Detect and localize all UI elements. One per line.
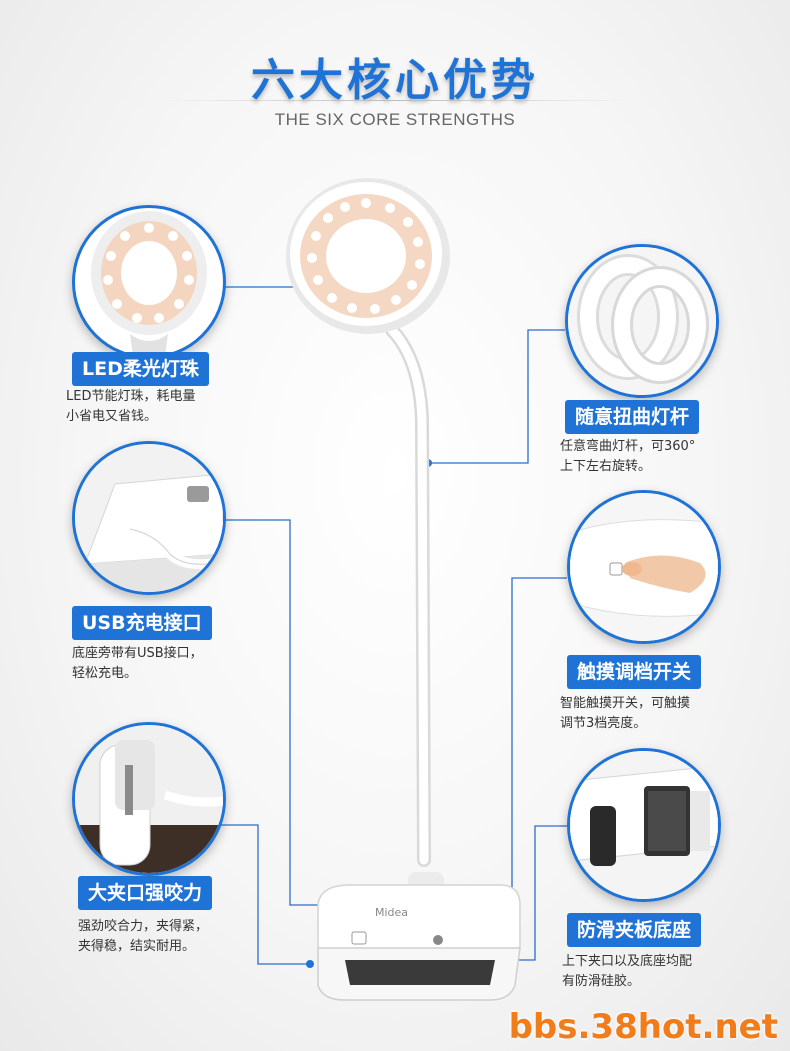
feature-label-arm: 随意扭曲灯杆 xyxy=(565,400,700,434)
connector-clip xyxy=(220,824,310,965)
desc-line: LED节能灯珠，耗电量 xyxy=(66,389,196,404)
connector-arm xyxy=(428,329,565,464)
title-divider xyxy=(160,100,630,101)
led-detail-image xyxy=(72,205,226,359)
desc-line: 上下左右旋转。 xyxy=(560,459,652,474)
feature-desc-led: LED节能灯珠，耗电量 小省电又省钱。 xyxy=(66,387,195,427)
feature-desc-touch: 智能触摸开关，可触摸 调节3档亮度。 xyxy=(560,694,690,734)
feature-label-base: 防滑夹板底座 xyxy=(567,913,702,947)
desc-line: 上下夹口以及底座均配 xyxy=(562,954,693,969)
desc-line: 智能触摸开关，可触摸 xyxy=(560,696,691,711)
desc-line: 夹得稳，结实耐用。 xyxy=(78,939,196,954)
page-subtitle: THE SIX CORE STRENGTHS xyxy=(274,110,516,129)
lamp-head xyxy=(286,178,450,334)
feature-desc-clip: 强劲咬合力，夹得紧， 夹得稳，结实耐用。 xyxy=(78,917,208,957)
desc-line: 强劲咬合力，夹得紧， xyxy=(78,919,209,934)
usb-detail-image xyxy=(72,441,226,595)
clip-base: Midea xyxy=(317,872,521,1001)
base-detail-image xyxy=(567,748,721,902)
watermark-text: bbs.38hot.net xyxy=(508,1007,778,1047)
feature-desc-usb: 底座旁带有USB接口， 轻松充电。 xyxy=(72,644,203,684)
brand-text: Midea xyxy=(375,906,408,919)
clip-detail-image xyxy=(72,722,226,876)
desc-line: 小省电又省钱。 xyxy=(66,409,158,424)
desc-line: 轻松充电。 xyxy=(72,666,138,681)
feature-label-usb: USB充电接口 xyxy=(72,606,212,640)
arm-detail-image xyxy=(565,244,719,398)
feature-desc-base: 上下夹口以及底座均配 有防滑硅胶。 xyxy=(562,952,692,992)
desc-line: 底座旁带有USB接口， xyxy=(72,646,203,661)
desc-line: 有防滑硅胶。 xyxy=(562,974,641,989)
desc-line: 任意弯曲灯杆，可360° xyxy=(560,439,696,454)
touch-detail-image xyxy=(567,490,721,644)
connector-usb xyxy=(215,519,360,906)
connector-lines xyxy=(215,286,567,965)
desc-line: 调节3档亮度。 xyxy=(560,716,647,731)
feature-label-clip: 大夹口强咬力 xyxy=(78,876,213,910)
feature-label-led: LED柔光灯珠 xyxy=(72,352,209,386)
feature-desc-arm: 任意弯曲灯杆，可360° 上下左右旋转。 xyxy=(560,437,695,477)
feature-label-touch: 触摸调档开关 xyxy=(567,655,702,689)
connector-dots xyxy=(306,283,490,968)
page-title: 六大核心优势 xyxy=(251,55,539,106)
